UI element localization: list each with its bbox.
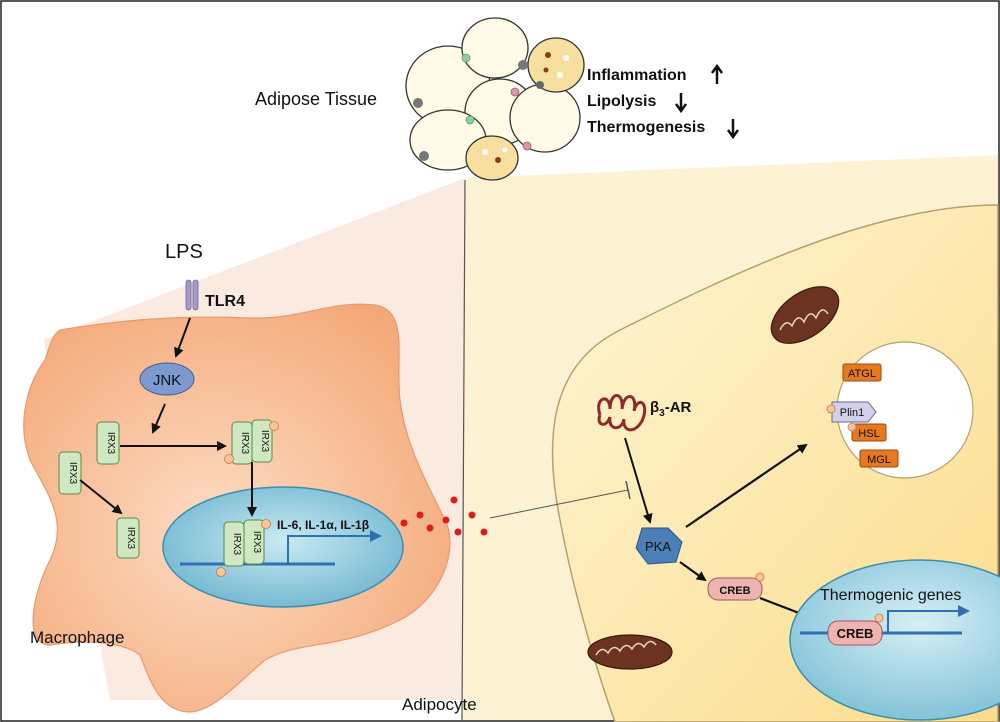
irx3-dimer-phosphorylated: IRX3 IRX3 — [224, 419, 279, 465]
pka-label: PKA — [645, 539, 671, 554]
transcription-arrow — [887, 605, 970, 633]
creb-label: CREB — [837, 626, 874, 641]
phospho-icon — [224, 454, 234, 464]
arrow-down-icon — [674, 93, 688, 114]
irx3-label: IRX3 — [259, 430, 270, 453]
droplet-dot — [482, 149, 488, 155]
macrophage-label: Macrophage — [30, 628, 125, 647]
cytokine-dot — [442, 516, 450, 524]
hsl-label: HSL — [858, 428, 879, 440]
immune-cell — [461, 53, 471, 63]
irx3-protein: IRX3 — [116, 517, 140, 559]
phospho-icon — [826, 404, 836, 414]
mgl-label: MGL — [867, 454, 891, 466]
phospho-icon — [261, 519, 271, 529]
plin1-node: Plin1 — [826, 401, 877, 423]
nucleus-dot — [536, 81, 544, 89]
mitochondrion-icon — [587, 634, 673, 670]
arrow-pka-lipolysis — [685, 443, 808, 528]
irx3-label: IRX3 — [231, 533, 242, 556]
brown-fat-cell — [465, 135, 519, 181]
adipose-tissue-label: Adipose Tissue — [255, 89, 377, 109]
arrow-pka-creb — [679, 561, 707, 582]
thermogenic-genes-label: Thermogenic genes — [820, 587, 961, 604]
pka-node — [635, 527, 683, 565]
creb-bound-node: CREB — [827, 613, 884, 646]
transcription-arrow — [287, 530, 382, 564]
irx3-label: IRX3 — [251, 531, 262, 554]
nucleus-dot — [413, 98, 423, 108]
plin1-label: Plin1 — [840, 407, 864, 419]
arrow-jnk-irx3 — [151, 403, 166, 434]
irx3-protein: IRX3 — [96, 421, 120, 465]
irx3-label: IRX3 — [125, 527, 136, 550]
effects-list: Inflammation Lipolysis Thermogenesis — [587, 63, 740, 140]
cytokine-dot — [426, 524, 434, 532]
mgl-node: MGL — [859, 449, 899, 468]
arrow-irx3-down — [79, 479, 123, 515]
jnk-label: JNK — [153, 372, 181, 389]
macrophage-nucleus — [162, 486, 404, 608]
adipocyte-nucleus — [789, 559, 1000, 721]
phospho-icon — [216, 567, 226, 577]
tlr4-receptor-icon — [185, 279, 199, 311]
irx3-label: IRX3 — [239, 432, 250, 455]
mitochondrion-icon — [770, 286, 840, 344]
tlr4-label: TLR4 — [205, 293, 245, 310]
droplet-dot — [563, 55, 569, 61]
droplet-dot — [495, 157, 501, 163]
phospho-icon — [874, 613, 884, 623]
irx3-dimer-bound: IRX3 IRX3 — [216, 519, 271, 577]
immune-cell — [510, 87, 520, 97]
nucleus-dot — [518, 60, 528, 70]
cytokine-dot — [454, 528, 462, 536]
cytokine-dot — [416, 511, 424, 519]
cytokine-dot — [400, 519, 408, 527]
beta3-ar-label: β3-AR — [650, 399, 692, 419]
droplet-dot — [545, 52, 551, 58]
fat-cell — [509, 83, 581, 153]
droplet-dot — [557, 72, 563, 78]
phospho-icon — [755, 572, 765, 582]
cytokine-dot — [450, 496, 458, 504]
irx3-label: IRX3 — [105, 432, 116, 455]
phospho-icon — [269, 421, 279, 431]
nucleus-dot — [419, 151, 429, 161]
effect-thermogenesis: Thermogenesis — [587, 119, 705, 136]
phospho-icon — [847, 422, 857, 432]
droplet-dot — [543, 67, 549, 73]
irx3-protein: IRX3 — [58, 451, 82, 495]
effect-lipolysis: Lipolysis — [587, 93, 656, 110]
atgl-node: ATGL — [842, 363, 882, 382]
cytokine-genes-label: IL-6, IL-1α, IL-1β — [277, 518, 369, 532]
arrow-tlr4-jnk — [174, 317, 191, 358]
droplet-dot — [502, 147, 508, 153]
inhibition-line — [489, 489, 629, 519]
immune-cell — [465, 115, 475, 125]
creb-label: CREB — [719, 585, 750, 597]
arrow-down-icon — [726, 119, 740, 140]
arrow-ar-pka — [624, 437, 653, 524]
effect-inflammation: Inflammation — [587, 67, 687, 84]
irx3-label: IRX3 — [67, 462, 78, 485]
arrow-up-icon — [710, 63, 724, 84]
hsl-node: HSL — [847, 422, 887, 442]
inhibition-bar — [625, 480, 631, 500]
immune-cell — [522, 141, 532, 151]
cytokine-dot — [468, 511, 476, 519]
beta3-ar-receptor-icon — [597, 394, 647, 432]
fat-cell — [461, 17, 529, 79]
divider-line — [461, 179, 466, 721]
creb-node: CREB — [707, 572, 765, 601]
atgl-label: ATGL — [848, 368, 876, 380]
adipocyte-label: Adipocyte — [402, 695, 477, 714]
cytokine-dot — [480, 528, 488, 536]
adipose-tissue-cluster — [405, 17, 585, 181]
cytokine-dots — [400, 496, 488, 536]
lps-label: LPS — [165, 241, 203, 263]
jnk-node — [139, 362, 195, 396]
